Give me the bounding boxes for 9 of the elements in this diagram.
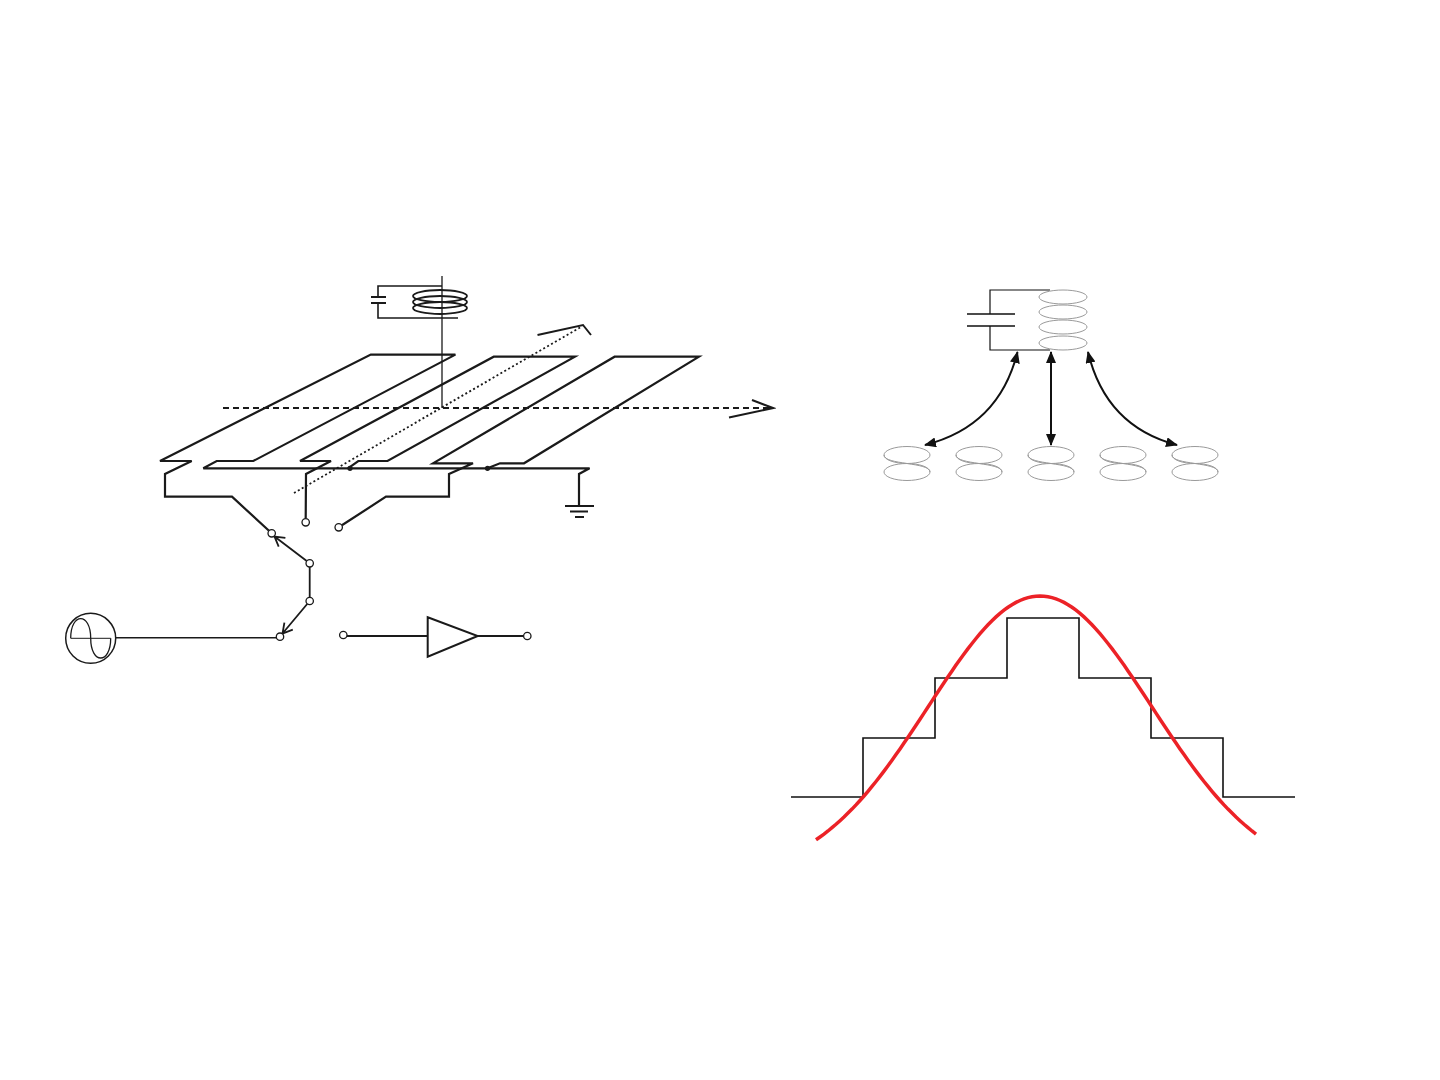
sensor-coil xyxy=(883,445,931,483)
sensor-coil xyxy=(955,445,1003,483)
sensor-coil xyxy=(1099,445,1147,483)
sensor-coil xyxy=(1027,445,1075,483)
sensor-coil xyxy=(1171,445,1219,483)
double-headed-arrow xyxy=(1046,351,1056,446)
lc-circuit-drawing xyxy=(966,289,1089,352)
double-headed-arrow xyxy=(1086,351,1178,447)
double-headed-arrow xyxy=(924,351,1020,447)
